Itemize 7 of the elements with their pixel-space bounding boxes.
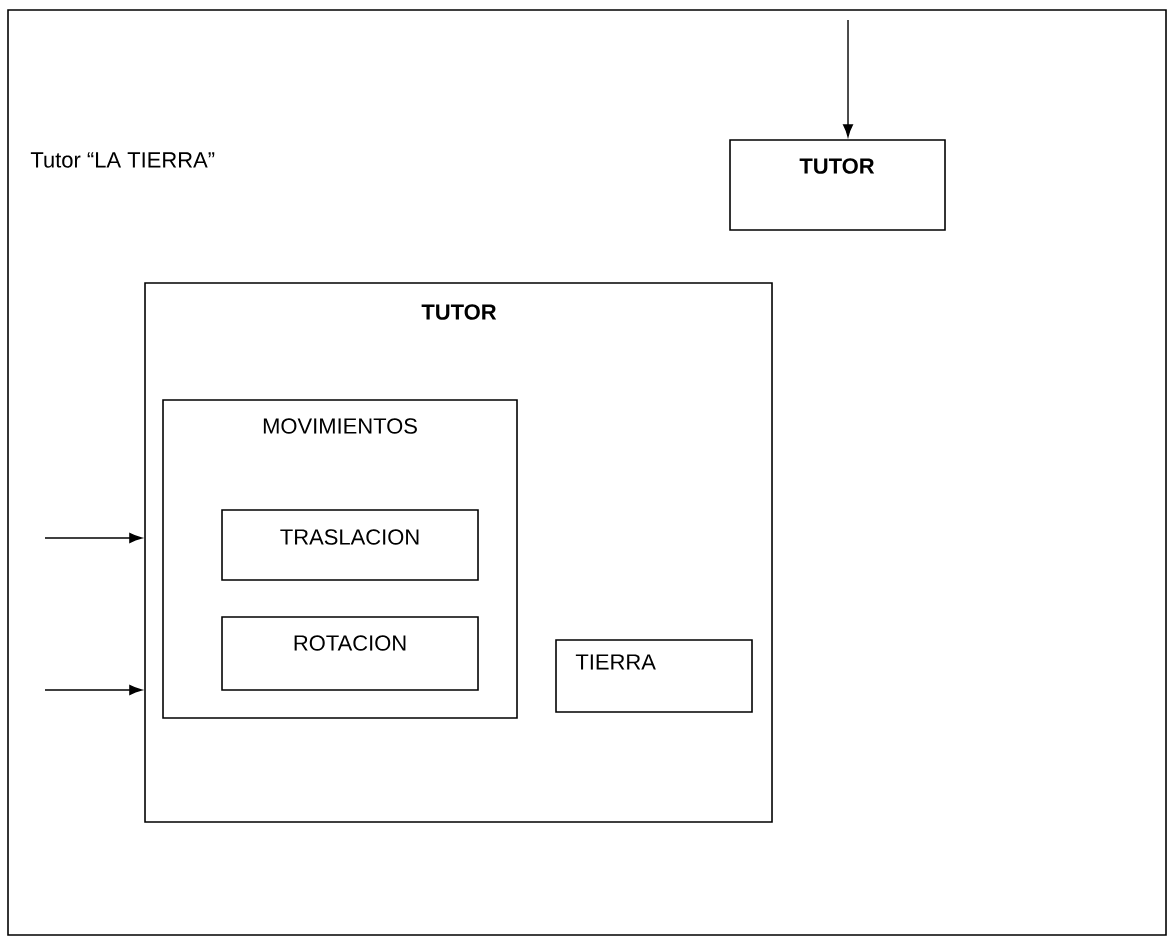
process-box: TIERRA bbox=[555, 639, 753, 713]
process-box: ROTACION bbox=[221, 616, 479, 691]
arrow bbox=[843, 19, 853, 137]
arrow bbox=[44, 685, 142, 695]
arrow bbox=[44, 533, 142, 543]
process-box: TRASLACION bbox=[221, 509, 479, 581]
process-box: TUTOR bbox=[729, 139, 946, 231]
